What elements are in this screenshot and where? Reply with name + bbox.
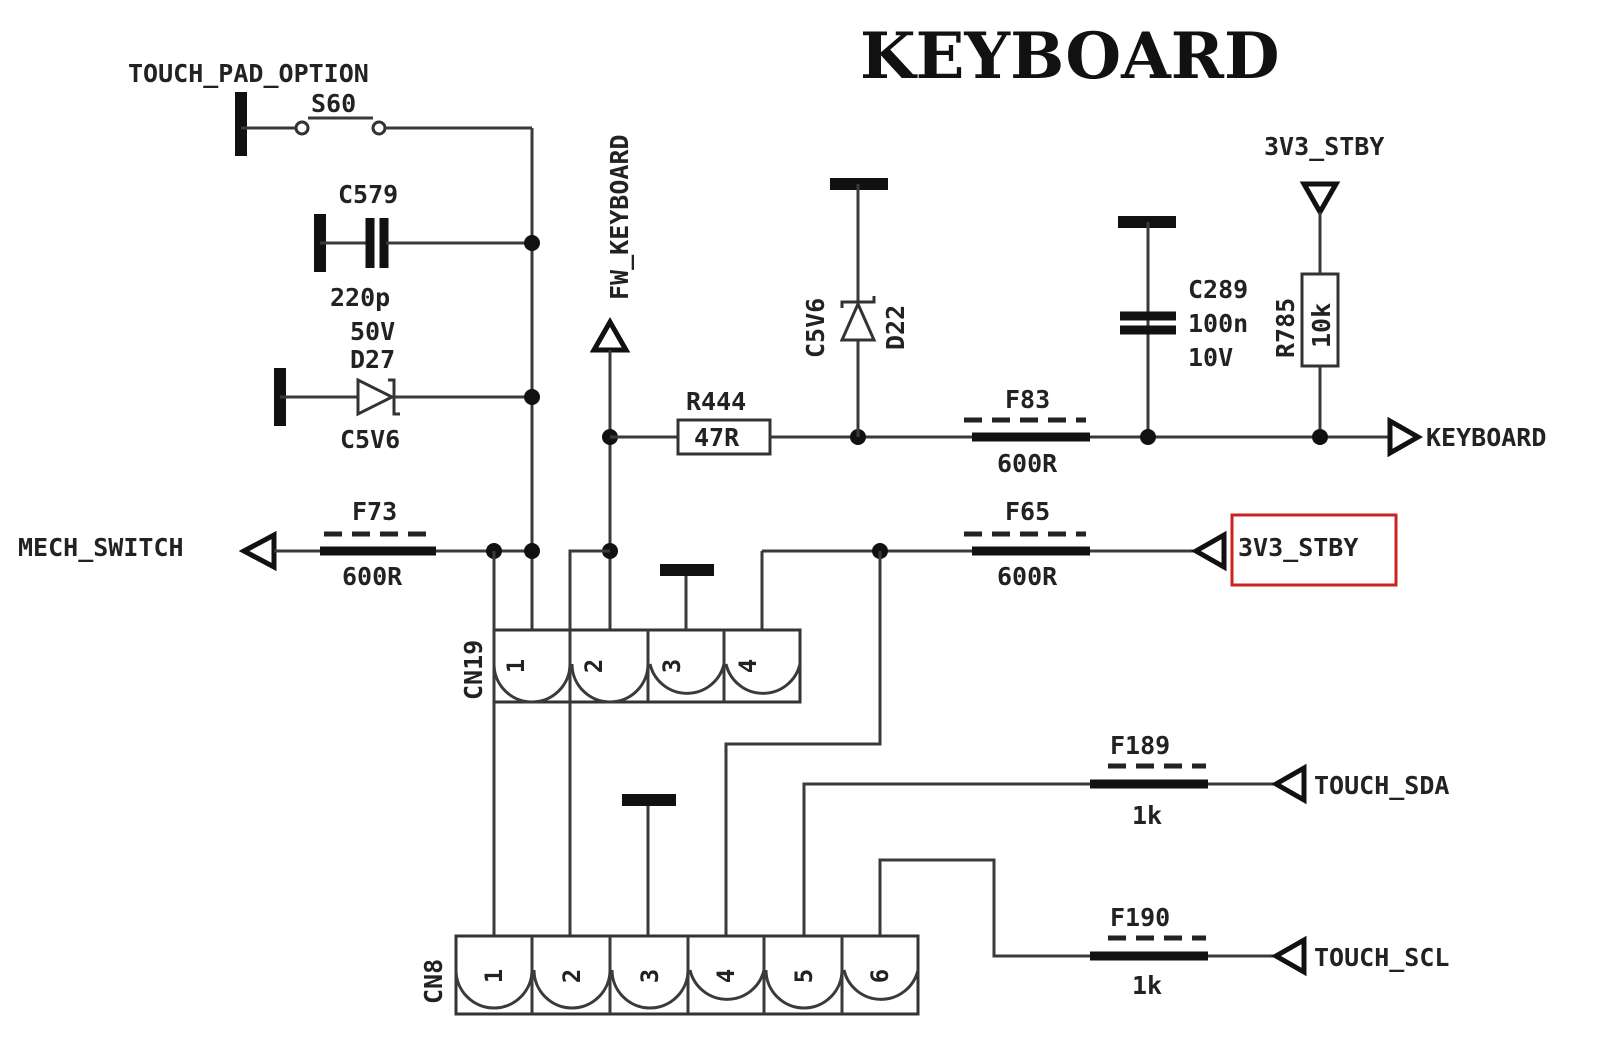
r785-body — [1300, 272, 1340, 368]
cn8-pin-label: 1 — [480, 969, 508, 983]
cn19-ref: CN19 — [459, 640, 488, 700]
f190-ref: F190 — [1110, 903, 1170, 932]
f189-ref: F189 — [1110, 731, 1170, 760]
d22-diode-body — [839, 300, 877, 342]
r785-ref: R785 — [1271, 298, 1300, 358]
r444-body — [676, 418, 772, 456]
cn19-pin-arc — [648, 663, 726, 695]
f190-value: 1k — [1132, 971, 1162, 1000]
fw-keyboard-label: FW_KEYBOARD — [605, 134, 634, 300]
cn19-pin-label: 3 — [658, 659, 686, 673]
cn19-pin-label: 2 — [580, 659, 608, 673]
junction-c579 — [524, 235, 540, 251]
cn19-pin-label: 1 — [502, 659, 530, 673]
c289-rating: 10V — [1188, 343, 1233, 372]
touch-sda-label: TOUCH_SDA — [1314, 771, 1449, 800]
f83-value: 600R — [997, 449, 1058, 478]
f83-ref: F83 — [1005, 385, 1050, 414]
s60-contact-b — [371, 120, 387, 136]
junction-c289 — [1140, 429, 1156, 445]
c289-ref: C289 — [1188, 275, 1248, 304]
junction-r785 — [1312, 429, 1328, 445]
s60-contact-a — [294, 120, 310, 136]
cn8-pin-arc — [454, 969, 534, 1010]
d22-zener-bar — [840, 296, 876, 308]
f73-value: 600R — [342, 562, 403, 591]
cn8-pin-arc — [532, 969, 612, 1010]
cn8-pin-arc — [610, 969, 690, 1010]
f65-ref: F65 — [1005, 497, 1050, 526]
schematic-title: KEYBOARD — [860, 19, 1279, 94]
touch-sda-port-icon — [1270, 763, 1307, 805]
cn8-pin-arc — [764, 969, 844, 1010]
c289-value: 100n — [1188, 309, 1248, 338]
stby-top-label: 3V3_STBY — [1264, 132, 1384, 161]
stby-highlight-box — [1230, 513, 1398, 587]
cn8-pin-label: 5 — [790, 969, 818, 983]
touch-scl-label: TOUCH_SCL — [1314, 943, 1449, 972]
f189-value: 1k — [1132, 801, 1162, 830]
r444-ref: R444 — [686, 387, 746, 416]
cn8-pin-label: 2 — [558, 969, 586, 983]
stby-mid-port-icon — [1190, 530, 1227, 572]
stby-top-port-icon — [1299, 181, 1341, 218]
touch-scl-port-icon — [1270, 935, 1307, 977]
s60-ref: S60 — [311, 89, 356, 118]
d27-ref: D27 — [350, 345, 395, 374]
mech-switch-port-icon — [238, 530, 277, 572]
cn8-pin-label: 3 — [636, 969, 664, 983]
touch-scl-wire — [878, 858, 1090, 958]
cn19-pin-arc — [570, 663, 650, 704]
junction-bus-mech — [524, 543, 540, 559]
cn8-pin-arc — [688, 969, 766, 1001]
cn8-pin-label: 6 — [866, 969, 894, 983]
f65-value: 600R — [997, 562, 1058, 591]
keyboard-port-icon — [1387, 416, 1424, 458]
cn8-pins: 1 2 3 4 5 6 — [454, 936, 920, 1014]
junction-d27 — [524, 389, 540, 405]
cn19-pin-arc — [492, 663, 572, 704]
fw-keyboard-port-icon — [589, 316, 631, 353]
c579-ref: C579 — [338, 180, 398, 209]
r444-value: 47R — [694, 423, 740, 452]
r785-value: 10k — [1307, 303, 1336, 348]
d27-diode-body — [356, 377, 396, 417]
d22-value: C5V6 — [801, 298, 830, 358]
cn8-pin-label: 4 — [712, 969, 740, 983]
d27-value: C5V6 — [340, 425, 400, 454]
touch-pad-option-label: TOUCH_PAD_OPTION — [128, 59, 369, 88]
cn19-pins: 1 2 3 4 — [492, 630, 802, 704]
f73-ref: F73 — [352, 497, 397, 526]
c579-rating: 50V — [350, 317, 395, 346]
d22-ref: D22 — [881, 305, 910, 350]
cn19-pin-arc — [724, 663, 802, 695]
stby-mid-label: 3V3_STBY — [1238, 533, 1358, 562]
cn19-pin-label: 4 — [734, 659, 762, 673]
touch-sda-wire — [802, 782, 1090, 936]
cn8-ref: CN8 — [419, 959, 448, 1004]
cn8-pin2-wire — [568, 549, 610, 936]
cn8-pin-arc — [842, 969, 920, 1001]
c579-value: 220p — [330, 283, 390, 312]
mech-switch-label: MECH_SWITCH — [18, 533, 184, 562]
keyboard-label: KEYBOARD — [1426, 423, 1546, 452]
cn8-pin4-wire — [724, 551, 882, 936]
